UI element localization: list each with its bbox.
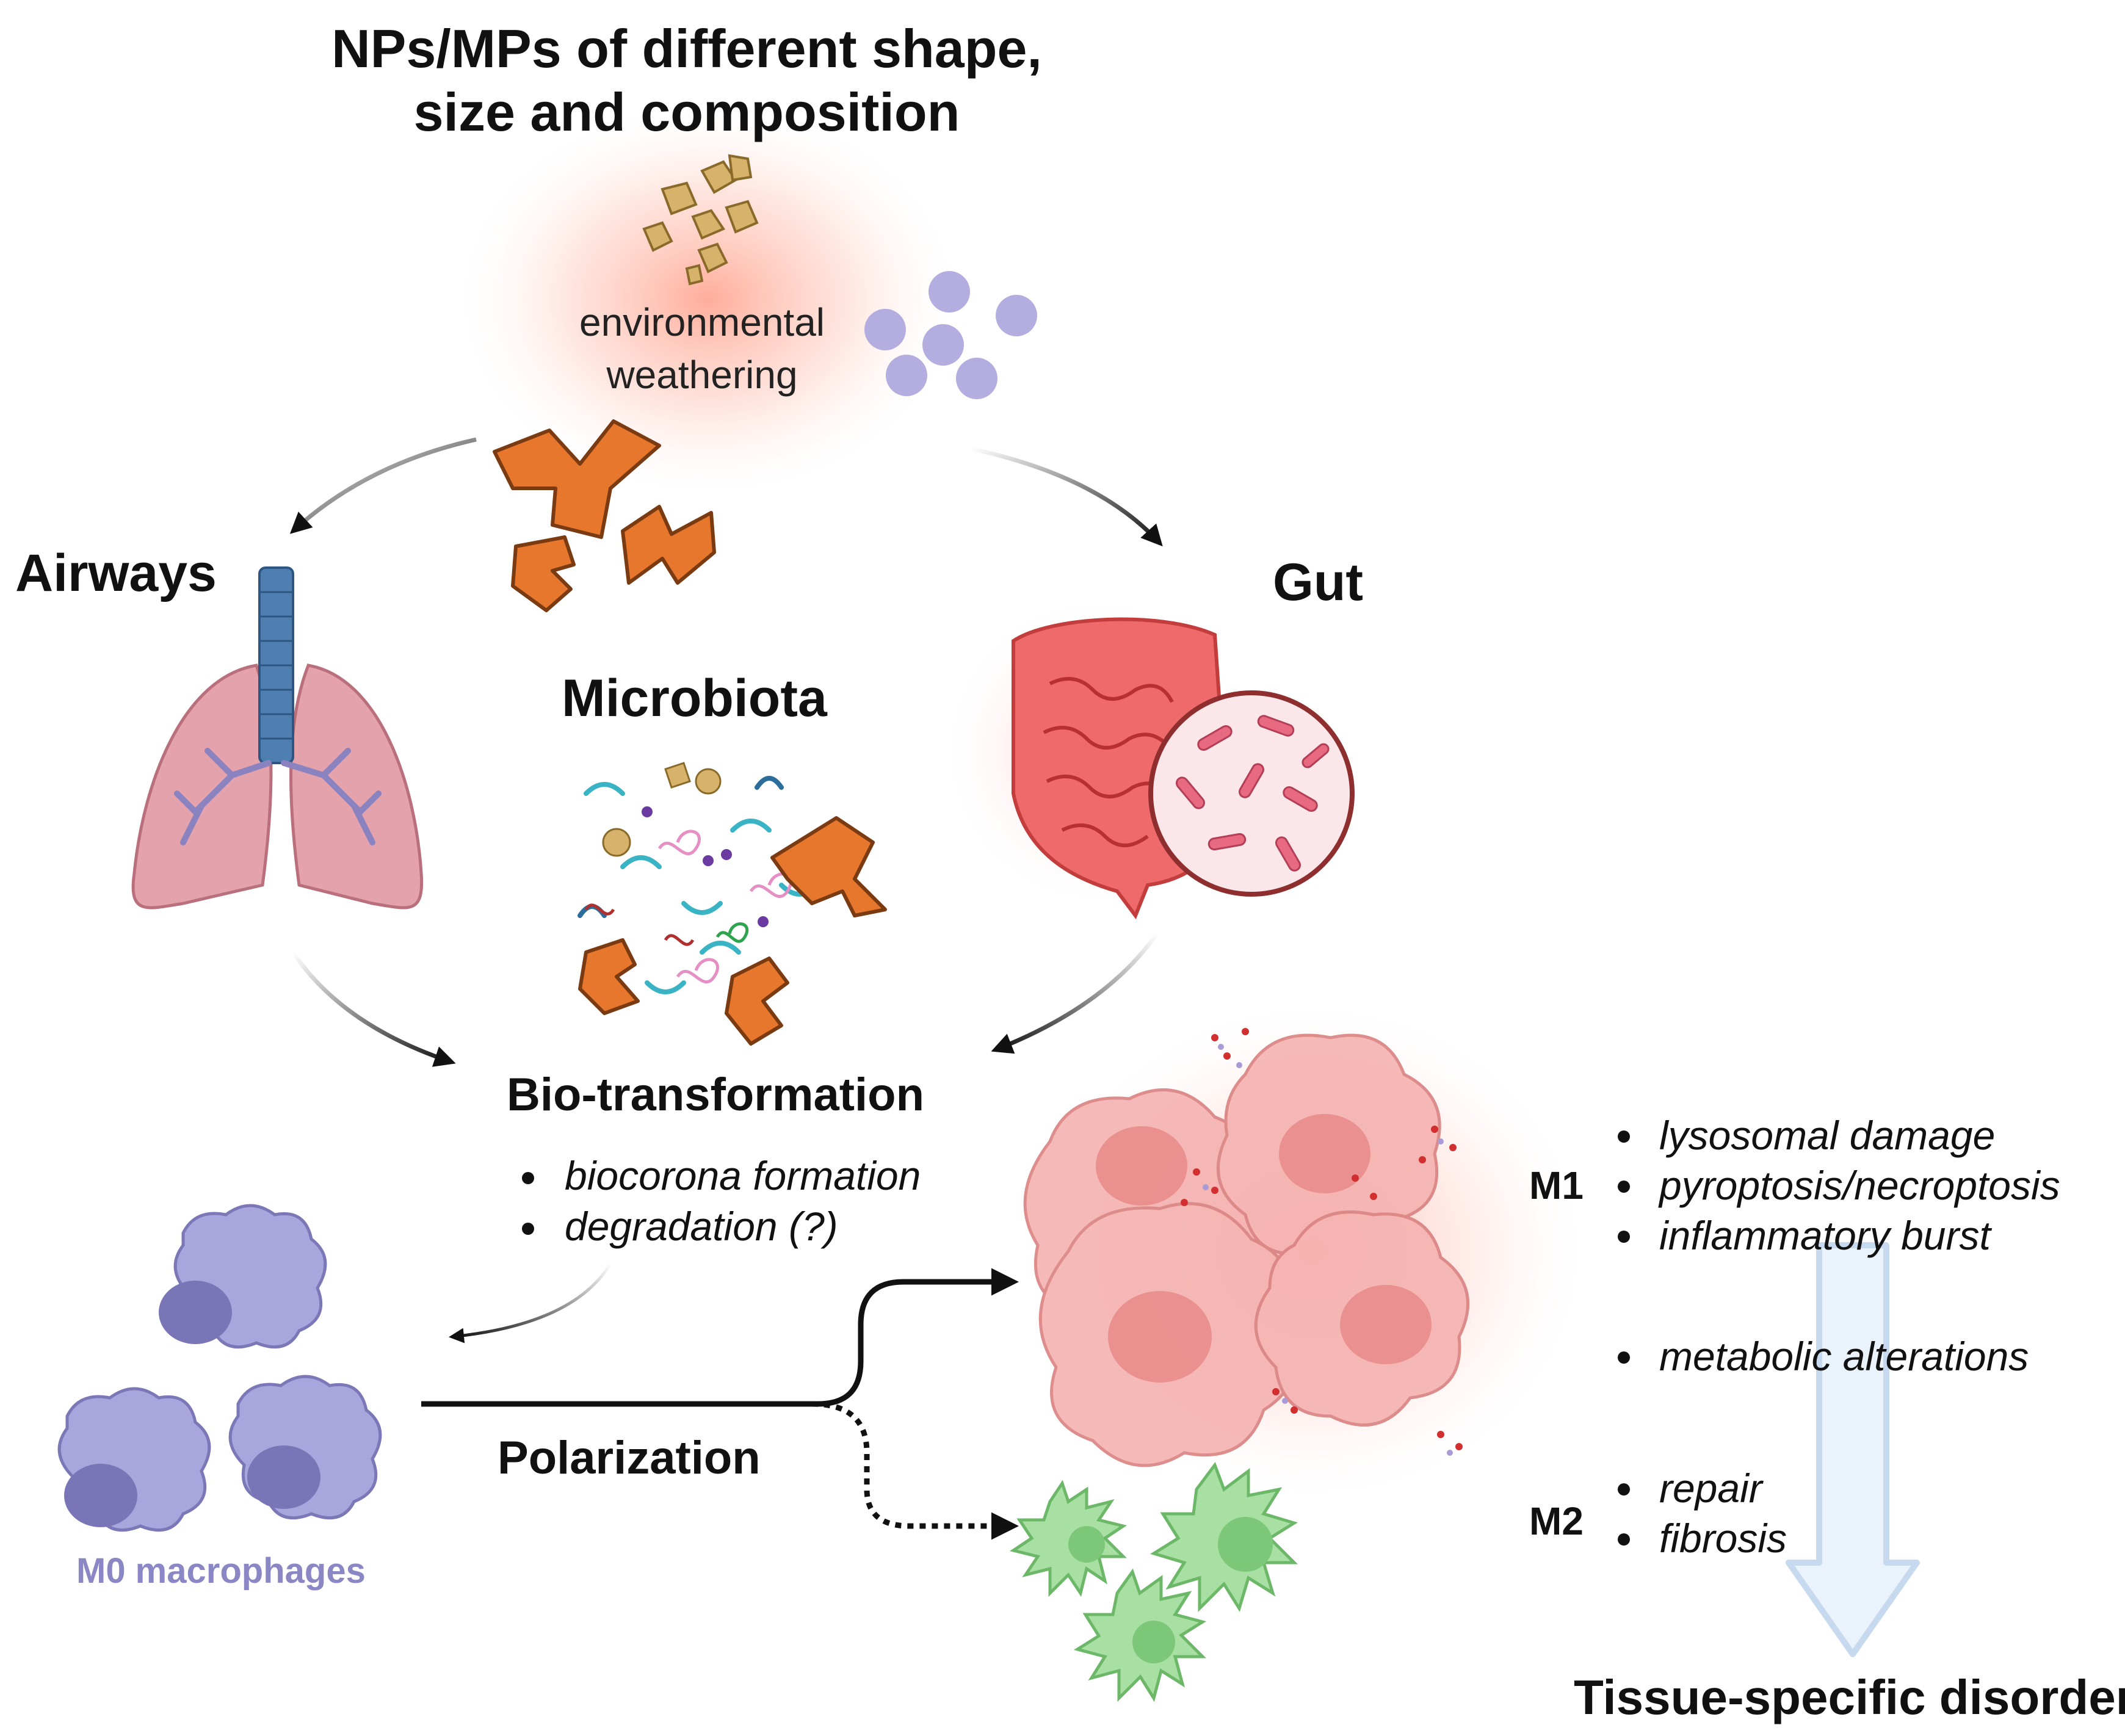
shared-item: metabolic alterations xyxy=(1659,1334,2029,1379)
m1-label: M1 xyxy=(1529,1163,1584,1207)
biotransformation-heading: Bio-transformation xyxy=(507,1069,924,1121)
lavender-spheres xyxy=(864,271,1037,399)
microbiota-cluster xyxy=(577,762,887,1046)
diagram-title: NPs/MPs of different shape, size and com… xyxy=(0,17,1374,144)
arrow-gut-to-bio xyxy=(991,932,1159,1054)
outcome-label: Tissue-specific disorders xyxy=(1574,1670,2125,1724)
arrow-to-gut xyxy=(970,446,1163,547)
m0-macrophages xyxy=(57,1204,382,1532)
weathering-glow xyxy=(452,98,965,501)
polarization-label: Polarization xyxy=(498,1432,761,1484)
m2-item-2: fibrosis xyxy=(1659,1516,1787,1561)
m1-macrophage-cluster xyxy=(1023,1028,1469,1467)
m0-macrophages-label: M0 macrophages xyxy=(76,1551,366,1591)
m2-item-1: repair xyxy=(1659,1466,1762,1511)
title-line-2: size and composition xyxy=(413,82,960,142)
gut-label: Gut xyxy=(1273,553,1364,612)
outcome-down-arrow xyxy=(1786,1242,1920,1657)
weathering-line-1: environmental xyxy=(579,300,825,344)
weathering-line-2: weathering xyxy=(606,353,798,397)
microbiota-label: Microbiota xyxy=(562,669,827,728)
polarization-line-m1 xyxy=(421,1268,1019,1407)
title-line-1: NPs/MPs of different shape, xyxy=(331,18,1042,79)
gut-bacteria-magnifier xyxy=(1148,690,1355,897)
m1-item-2: pyroptosis/necroptosis xyxy=(1659,1163,2060,1208)
airways-label: Airways xyxy=(15,544,217,602)
m1-item-1: lysosomal damage xyxy=(1659,1113,1996,1158)
bullet-dots xyxy=(522,1130,1630,1546)
arrow-to-airways xyxy=(289,437,477,534)
tan-polyhedral-particles xyxy=(642,154,759,286)
m2-macrophages xyxy=(1009,1461,1298,1702)
weathering-label: environmental weathering xyxy=(525,296,879,401)
m2-label: M2 xyxy=(1529,1499,1584,1543)
orange-fragments-top xyxy=(493,419,716,612)
lungs-illustration xyxy=(131,566,424,910)
arrow-bio-to-m0 xyxy=(449,1262,612,1344)
m1-item-3: inflammatory burst xyxy=(1659,1213,1991,1258)
biotransformation-item-1: biocorona formation xyxy=(565,1153,921,1198)
arrow-airways-to-bio xyxy=(291,951,456,1067)
polarization-line-m2 xyxy=(811,1401,1019,1540)
biotransformation-item-2: degradation (?) xyxy=(565,1204,838,1249)
